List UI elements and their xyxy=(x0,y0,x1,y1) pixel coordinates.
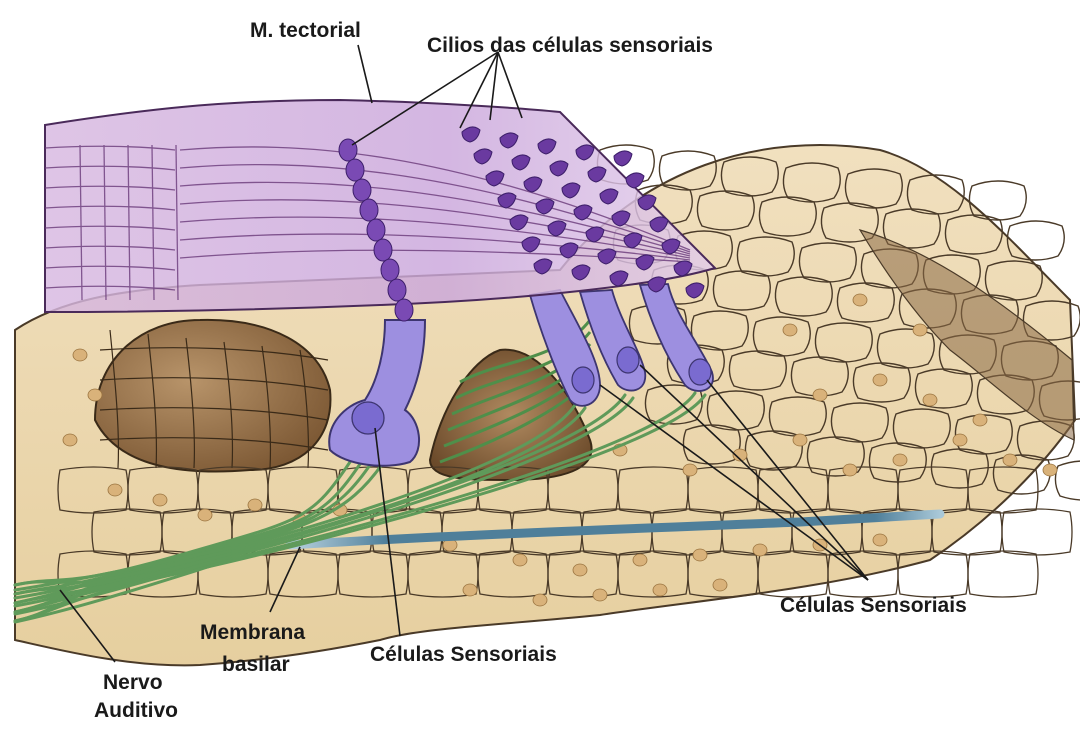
label-sensory-cells-bottom: Células Sensoriais xyxy=(370,642,557,668)
nucleus xyxy=(108,484,122,496)
cilia-bundle xyxy=(614,151,632,166)
pointer-tectorial xyxy=(358,45,372,103)
nucleus xyxy=(198,509,212,521)
lower-cell xyxy=(1002,509,1072,555)
nucleus xyxy=(753,544,767,556)
nucleus xyxy=(88,389,102,401)
nucleus xyxy=(653,584,667,596)
cilia-bundle xyxy=(346,159,364,181)
lower-cell xyxy=(968,551,1038,597)
label-auditory-nerve-1: Nervo xyxy=(103,670,163,696)
label-basilar-membrane-1: Membrana xyxy=(200,620,305,646)
nucleus xyxy=(813,389,827,401)
nucleus xyxy=(73,349,87,361)
nucleus xyxy=(693,549,707,561)
nucleus xyxy=(793,434,807,446)
nucleus xyxy=(63,434,77,446)
label-sensory-cells-right: Células Sensoriais xyxy=(780,593,967,619)
outer-hair-cell-2-nucleus xyxy=(617,347,639,373)
nucleus xyxy=(853,294,867,306)
cilia-bundle xyxy=(367,219,385,241)
nucleus xyxy=(1003,454,1017,466)
cilia-bundle xyxy=(381,259,399,281)
cilia-bundle xyxy=(388,279,406,301)
nucleus xyxy=(1043,464,1057,476)
nucleus xyxy=(893,454,907,466)
nucleus xyxy=(248,499,262,511)
cilia-bundle xyxy=(395,299,413,321)
supporting-cell xyxy=(1055,461,1080,500)
cilia-bundle xyxy=(360,199,378,221)
inner-hair-cell-nucleus xyxy=(352,402,384,434)
label-tectorial-membrane: M. tectorial xyxy=(250,18,361,44)
nucleus xyxy=(593,589,607,601)
label-basilar-membrane-2: basilar xyxy=(222,652,290,678)
nucleus xyxy=(953,434,967,446)
nucleus xyxy=(153,494,167,506)
nucleus xyxy=(633,554,647,566)
outer-hair-cell-1-nucleus xyxy=(572,367,594,393)
label-auditory-nerve-2: Auditivo xyxy=(94,698,178,724)
nucleus xyxy=(923,394,937,406)
nucleus xyxy=(463,584,477,596)
nucleus xyxy=(713,579,727,591)
nucleus xyxy=(973,414,987,426)
cilia-bundle xyxy=(339,139,357,161)
nucleus xyxy=(843,464,857,476)
cilia-bundle xyxy=(353,179,371,201)
cilia-bundle xyxy=(626,173,644,188)
nucleus xyxy=(913,324,927,336)
nucleus xyxy=(873,374,887,386)
nucleus xyxy=(513,554,527,566)
nucleus xyxy=(873,534,887,546)
nucleus xyxy=(573,564,587,576)
inner-sulcus xyxy=(95,320,330,472)
label-sensory-cilia: Cilios das células sensoriais xyxy=(427,33,713,59)
nucleus xyxy=(683,464,697,476)
nucleus xyxy=(783,324,797,336)
nucleus xyxy=(533,594,547,606)
cilia-bundle xyxy=(374,239,392,261)
